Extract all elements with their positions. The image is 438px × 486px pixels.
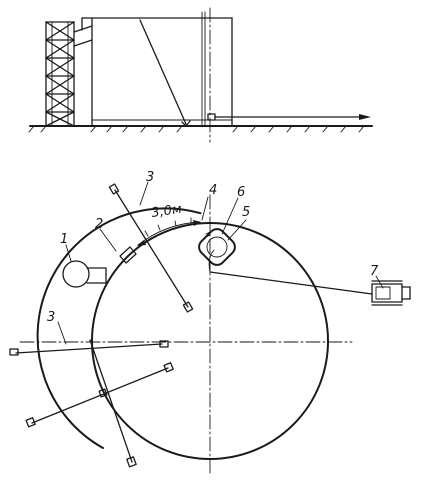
label-sheet: 2	[95, 217, 103, 232]
strap-bottom-end	[126, 456, 137, 468]
shell-bracket	[119, 246, 137, 264]
label-strap-left: 3	[47, 310, 55, 325]
leader-lines	[57, 181, 384, 345]
tank-shell-circle	[91, 222, 329, 460]
label-cut-sheet: 4	[209, 183, 217, 198]
tractor	[371, 280, 411, 306]
tractor-cable	[209, 271, 373, 295]
strap-lower-end-b	[163, 362, 174, 373]
strap-mid-node	[98, 388, 108, 398]
dimension-arrow-right	[193, 220, 201, 226]
roller-support	[86, 267, 107, 284]
label-tractor: 7	[370, 264, 379, 279]
cable-wrap	[208, 249, 215, 273]
cable-anchor	[181, 120, 191, 127]
elevation-view	[28, 7, 373, 143]
dimension-arrow-left	[137, 240, 146, 246]
strap-top	[114, 189, 189, 308]
pulling-cable-arrow	[359, 114, 371, 120]
strap-top-end-a	[108, 183, 120, 195]
strap-lower-end-a	[25, 417, 36, 428]
strap-left	[15, 343, 163, 354]
sheet-ticks	[144, 217, 192, 237]
strap-left-end-b	[159, 340, 169, 348]
pulling-block	[207, 113, 216, 121]
label-frame: 6	[237, 185, 245, 200]
plan-view: 1 2 3 3 4 5 6 7 3,0м	[9, 170, 411, 475]
label-roller: 1	[60, 232, 68, 247]
block-wheel	[206, 236, 228, 258]
strap-top-end-b	[182, 301, 194, 313]
label-block: 5	[242, 205, 250, 220]
label-strap-top: 3	[146, 170, 154, 185]
roller-circle	[62, 260, 90, 288]
strap-left-end-a	[9, 348, 19, 356]
frame-hatch	[203, 230, 213, 239]
ground-hatching	[28, 125, 365, 133]
strap-lower	[31, 367, 169, 424]
label-dimension: 3,0м	[150, 202, 182, 221]
scaffold-tower	[45, 21, 93, 127]
tank-elevation	[81, 11, 233, 127]
inclined-cable	[139, 19, 187, 125]
block-frame	[198, 228, 236, 266]
strap-bottom	[89, 339, 133, 463]
